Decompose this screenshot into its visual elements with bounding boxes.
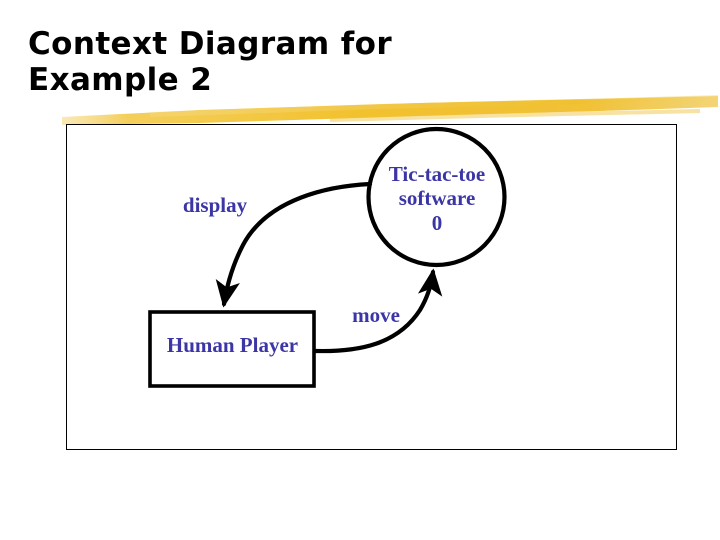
dataflow-label-move: move xyxy=(352,303,400,327)
diagram-frame xyxy=(66,124,677,450)
external-entity-label: Human Player xyxy=(166,333,299,357)
dataflow-label-display: display xyxy=(182,193,248,217)
page-title: Context Diagram for Example 2 xyxy=(28,26,393,98)
process-label: Tic-tac-toe software 0 xyxy=(388,162,486,235)
